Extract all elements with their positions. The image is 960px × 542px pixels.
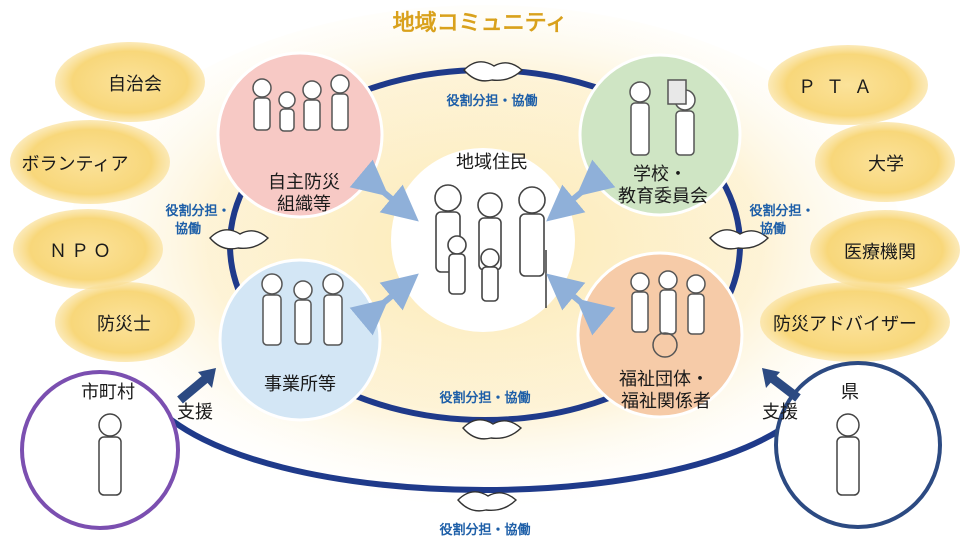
diagram-title: 地域コミュニティ: [393, 10, 568, 36]
welfare-people-illustration: [630, 270, 706, 358]
school-people-illustration: [629, 79, 696, 156]
prefecture-person-illustration: [836, 413, 860, 496]
coop-label-bottom-outer: 役割分担・協働: [439, 522, 530, 538]
bubble-bousaishi: [55, 282, 195, 362]
center-label: 地域住民: [456, 152, 528, 173]
bubble-label-jichikai: 自治会: [108, 74, 162, 95]
family-illustration: [434, 184, 547, 308]
bubble-volunteer: [10, 120, 170, 204]
bubble-label-medical: 医療機関: [844, 242, 916, 263]
left-bubbles: [10, 42, 205, 362]
handshake-icon: [457, 491, 518, 512]
coop-label-left-1: 役割分担・: [165, 203, 230, 219]
group-label-business: 事業所等: [264, 374, 336, 395]
coop-label-bottom-inner: 役割分担・協働: [439, 390, 530, 406]
bubble-label-npo: ＮＰＯ: [49, 241, 115, 262]
group-label-school-1: 学校・: [633, 164, 687, 185]
bubble-university: [815, 122, 955, 202]
municipality-person-illustration: [98, 413, 122, 496]
coop-label-top: 役割分担・協働: [446, 93, 537, 109]
bubble-label-bousaishi: 防災士: [97, 314, 151, 335]
handshake-icon: [463, 61, 524, 82]
bousai-people-illustration: [252, 74, 350, 132]
bubble-label-volunteer: ボランティア: [22, 154, 129, 175]
bubble-label-adviser: 防災アドバイザー: [773, 314, 917, 335]
business-people-illustration: [261, 273, 344, 346]
support-arrowhead-left: [198, 368, 216, 388]
coop-label-right-2: 協働: [760, 221, 786, 237]
group-label-bousai-1: 自主防災: [268, 172, 340, 193]
bubble-adviser: [760, 282, 950, 362]
center-arrows: [349, 159, 616, 336]
handshake-icon: [709, 229, 770, 250]
municipality-support-label: 支援: [177, 402, 213, 423]
support-arrowhead-right: [762, 368, 780, 388]
bubble-jichikai: [55, 42, 205, 122]
handshake-icon: [462, 419, 523, 440]
bubble-medical: [810, 210, 960, 290]
bubble-label-university: 大学: [868, 154, 904, 175]
handshake-icon: [209, 229, 270, 250]
coop-label-left-2: 協働: [175, 221, 201, 237]
prefecture-support-label: 支援: [762, 402, 798, 423]
group-label-welfare-2: 福祉関係者: [621, 391, 711, 412]
bubble-label-pta: ＰＴＡ: [798, 77, 882, 98]
right-bubbles: [760, 45, 960, 362]
bubble-pta: [768, 45, 928, 125]
group-label-school-2: 教育委員会: [618, 186, 708, 207]
outer-ring: [147, 398, 818, 493]
prefecture-label: 県: [841, 382, 859, 403]
group-label-bousai-2: 組織等: [277, 194, 331, 215]
bubble-npo: [13, 209, 163, 289]
group-label-welfare-1: 福祉団体・: [619, 369, 709, 390]
coop-label-right-1: 役割分担・: [749, 203, 814, 219]
municipality-label: 市町村: [81, 382, 135, 403]
group-circle-school: [578, 53, 742, 217]
